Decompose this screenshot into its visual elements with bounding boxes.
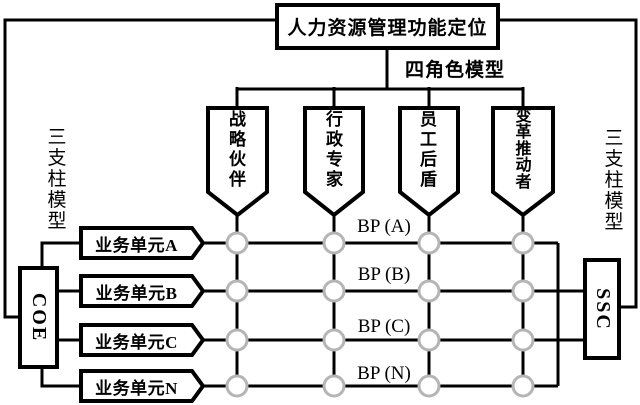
business-unit-a-label: 业务单元A [95,235,178,255]
node-circle [511,279,535,303]
node-circle [322,231,346,255]
ssc-box: SSC [585,260,619,358]
ssc-label: SSC [591,287,614,331]
node-circle [417,328,441,352]
coe-stub-line [40,365,83,388]
node-circle [511,374,535,398]
right-pillar-model-label: 三支柱模型 [604,127,624,233]
coe-box: COE [20,268,57,367]
role-label-change-agent: 变革推动者 [515,107,532,191]
role-label-admin-expert: 行政专家 [326,110,343,189]
business-unit-n-label: 业务单元N [95,378,178,398]
role-pentagon-strategic-partner [206,106,269,218]
node-circle [511,328,535,352]
node-circle [322,279,346,303]
role-label-strategic-partner: 战略伙伴 [229,110,246,189]
business-unit-n-box [79,369,206,403]
coe-stub-line [40,241,83,270]
bp-b-label: BP (B) [357,264,411,285]
node-circle [417,279,441,303]
bp-n-label: BP (N) [357,363,411,384]
node-circle [417,374,441,398]
diagram-title: 人力资源管理功能定位 [287,18,488,39]
node-circle [417,231,441,255]
node-circle [225,231,249,255]
role-pentagon-employee-champion [398,106,460,218]
node-circle [225,328,249,352]
coe-label: COE [28,292,50,343]
left-pillar-model-label: 三支柱模型 [47,126,67,232]
role-pentagon-change-agent [491,106,555,218]
four-role-model-label: 四角色模型 [404,59,505,81]
node-circle [322,374,346,398]
title-box [275,3,500,50]
node-circle [322,328,346,352]
business-unit-a-box [79,226,206,260]
business-unit-b-box [79,274,206,308]
node-circle [511,231,535,255]
right-pillar-connector-line [496,18,638,309]
node-circle [225,279,249,303]
business-unit-c-box [79,323,206,357]
bp-c-label: BP (C) [357,316,411,337]
bp-a-label: BP (A) [357,216,411,237]
business-unit-c-label: 业务单元C [95,332,178,352]
role-label-employee-champion: 员工后盾 [420,110,437,189]
business-unit-b-label: 业务单元B [95,283,178,303]
role-pentagon-admin-expert [303,106,365,218]
node-circle [225,374,249,398]
ssc-box-shape [583,258,621,360]
coe-box-shape [18,266,59,369]
left-pillar-connector-line [3,18,279,319]
